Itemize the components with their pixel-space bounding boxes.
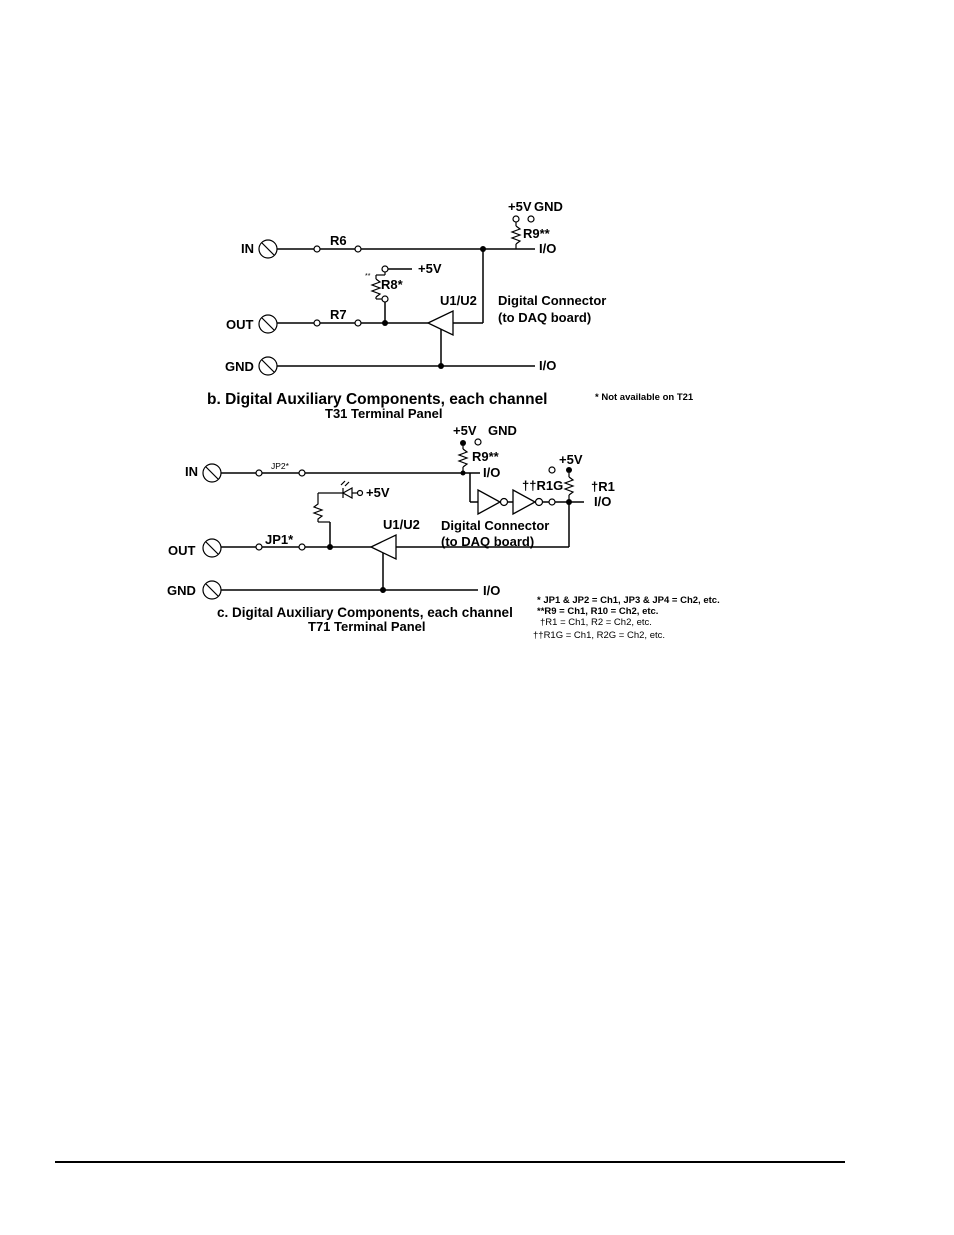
r9-resistor-c <box>457 446 469 473</box>
label-out-b: OUT <box>226 317 254 332</box>
label-r9-c: R9** <box>472 449 500 464</box>
label-plus5v-top-b: +5V <box>508 199 532 214</box>
label-gnd-b: GND <box>225 359 254 374</box>
label-plus5v-top-c: +5V <box>453 423 477 438</box>
inverter-1 <box>477 488 502 516</box>
label-io-bottom-c: I/O <box>483 583 500 598</box>
label-r1g: ††R1G <box>522 478 563 493</box>
label-r7: R7 <box>330 307 347 322</box>
label-u1u2-b: U1/U2 <box>440 293 477 308</box>
label-in-b: IN <box>241 241 254 256</box>
label-io-r1: I/O <box>594 494 611 509</box>
label-r8-mark: ** <box>365 273 371 280</box>
panel-name-b: T31 Terminal Panel <box>325 406 443 421</box>
label-to-daq-b: (to DAQ board) <box>498 310 591 325</box>
r1-resistor <box>563 467 575 502</box>
note-c-2: **R9 = Ch1, R10 = Ch2, etc. <box>537 606 658 617</box>
label-r8: R8* <box>381 277 404 292</box>
led-branch <box>312 480 364 547</box>
caption-c: c. Digital Auxiliary Components, each ch… <box>217 605 513 620</box>
label-u1u2-c: U1/U2 <box>383 517 420 532</box>
label-jp1: JP1* <box>265 532 294 547</box>
in-terminal-b <box>258 239 278 259</box>
panel-c: +5V GND R9** I/O IN JP2* <box>167 423 720 641</box>
label-io-top-c: I/O <box>483 465 500 480</box>
note-c-4: ††R1G = Ch1, R2G = Ch2, etc. <box>533 630 665 641</box>
r9-resistor-b <box>510 215 535 249</box>
out-terminal-c <box>202 538 222 558</box>
inverter-2 <box>512 488 537 516</box>
led-diode <box>341 486 353 500</box>
label-r6: R6 <box>330 233 347 248</box>
label-io-top-b: I/O <box>539 241 556 256</box>
note-b: * Not available on T21 <box>595 392 694 403</box>
label-gnd-c: GND <box>167 583 196 598</box>
label-io-bottom-b: I/O <box>539 358 556 373</box>
label-jp2: JP2* <box>271 461 290 471</box>
label-in-c: IN <box>185 464 198 479</box>
gnd-terminal-c <box>202 580 222 600</box>
panel-b: IN R6 +5V GND R9** I/O <box>207 199 694 421</box>
caption-b: b. Digital Auxiliary Components, each ch… <box>207 391 548 408</box>
note-c-1: * JP1 & JP2 = Ch1, JP3 & JP4 = Ch2, etc. <box>537 595 720 606</box>
label-digital-connector-c: Digital Connector <box>441 518 549 533</box>
gnd-terminal-b <box>258 356 278 376</box>
note-c-3: †R1 = Ch1, R2 = Ch2, etc. <box>540 617 652 628</box>
label-digital-connector-b: Digital Connector <box>498 293 606 308</box>
label-to-daq-c: (to DAQ board) <box>441 534 534 549</box>
label-plus5v-led: +5V <box>366 485 390 500</box>
label-plus5v-r1: +5V <box>559 452 583 467</box>
label-r1: †R1 <box>591 479 615 494</box>
r8-resistor <box>370 265 412 323</box>
in-terminal-c <box>202 463 222 483</box>
label-gnd-top-b: GND <box>534 199 563 214</box>
panel-name-c: T71 Terminal Panel <box>308 619 426 634</box>
label-out-c: OUT <box>168 543 196 558</box>
label-plus5v-r8: +5V <box>418 261 442 276</box>
label-gnd-top-c: GND <box>488 423 517 438</box>
label-r9-b: R9** <box>523 226 551 241</box>
out-terminal-b <box>258 314 278 334</box>
